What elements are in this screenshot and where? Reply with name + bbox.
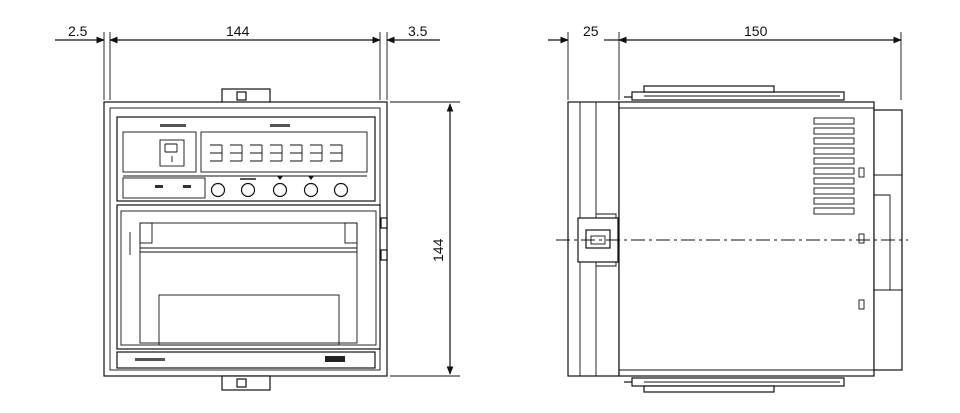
dim-side-body-depth: 150 xyxy=(744,23,768,39)
bottom-mounting-rail xyxy=(624,377,845,393)
vent-slots xyxy=(813,117,855,215)
front-keys xyxy=(210,176,349,198)
side-view: 25 150 xyxy=(548,23,908,393)
value-digit-display xyxy=(200,131,368,173)
channel-digit-display xyxy=(159,139,185,167)
top-mounting-rail xyxy=(624,85,845,101)
dim-front-left-margin: 2.5 xyxy=(68,23,88,39)
bottom-label-strip xyxy=(116,351,376,369)
dim-side-bezel-depth: 25 xyxy=(583,23,599,39)
front-view: 2.5 144 3.5 xyxy=(55,23,460,391)
segment-digits xyxy=(210,144,343,162)
dim-front-right-margin: 3.5 xyxy=(408,23,428,39)
housing-body xyxy=(618,101,875,377)
chart-paper xyxy=(158,294,340,346)
dim-front-width: 144 xyxy=(226,23,250,39)
dim-front-height: 144 xyxy=(430,238,446,262)
chart-window xyxy=(116,204,381,350)
